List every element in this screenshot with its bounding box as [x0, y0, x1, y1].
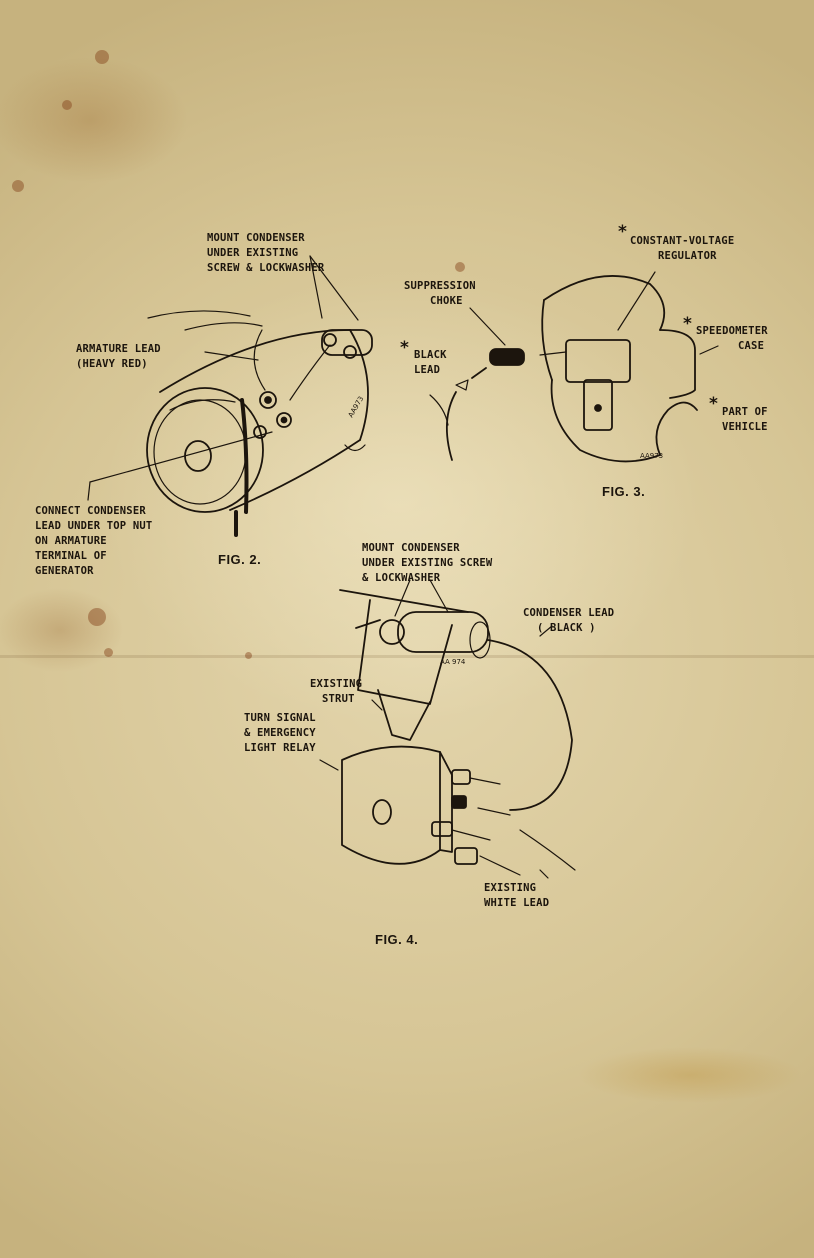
text-line: CONNECT CONDENSER — [35, 505, 146, 517]
fig3-caption: FIG. 3. — [602, 484, 646, 499]
fold-crease — [0, 655, 814, 658]
rust-stain — [104, 648, 113, 657]
generator-drawing: AA973 — [87, 255, 373, 537]
fig4-caption: FIG. 4. — [375, 932, 419, 947]
fig3-part-of-vehicle-label: PART OF VEHICLE — [722, 405, 768, 435]
text-line: WHITE LEAD — [484, 897, 550, 909]
fig4-mount-condenser-label: MOUNT CONDENSER UNDER EXISTING SCREW & L… — [362, 541, 492, 586]
asterisk-marker: * — [400, 338, 409, 358]
text-line: PART OF — [722, 406, 768, 418]
text-line: LEAD UNDER TOP NUT — [35, 520, 153, 532]
text-line: ( BLACK ) — [537, 622, 596, 634]
text-line: CHOKE — [430, 295, 463, 307]
text-line: UNDER EXISTING — [207, 247, 299, 259]
text-line: TERMINAL OF — [35, 550, 107, 562]
fig2-connect-condenser-label: CONNECT CONDENSER LEAD UNDER TOP NUT ON … — [35, 504, 152, 579]
fig2-armature-lead-label: ARMATURE LEAD (HEAVY RED) — [76, 342, 161, 372]
text-line: CONDENSER LEAD — [523, 607, 615, 619]
text-line: GENERATOR — [35, 565, 94, 577]
rust-stain — [62, 100, 72, 110]
text-line: MOUNT CONDENSER — [207, 232, 305, 244]
text-line: LIGHT RELAY — [244, 742, 316, 754]
text-line: EXISTING — [310, 678, 363, 690]
text-line: ARMATURE LEAD — [76, 343, 161, 355]
fig2-caption: FIG. 2. — [218, 552, 262, 567]
fig4-existing-white-lead-label: EXISTING WHITE LEAD — [484, 881, 549, 911]
text-line: UNDER EXISTING SCREW — [362, 557, 493, 569]
fig4-relay-label: TURN SIGNAL & EMERGENCY LIGHT RELAY — [244, 711, 316, 756]
asterisk-marker: * — [709, 394, 718, 414]
fig2-mount-condenser-label: MOUNT CONDENSER UNDER EXISTING SCREW & L… — [207, 231, 324, 276]
speedometer-drawing: AA973 — [429, 271, 719, 463]
svg-text:AA 974: AA 974 — [440, 658, 466, 666]
text-line: CASE — [738, 340, 765, 352]
text-line: EXISTING — [484, 882, 537, 894]
fig4-existing-strut-label: EXISTING STRUT — [310, 677, 362, 707]
fig3-suppression-choke-label: SUPPRESSION CHOKE — [404, 279, 476, 309]
rust-stain — [95, 50, 109, 64]
fig3-regulator-label: CONSTANT-VOLTAGE REGULATOR — [630, 234, 734, 264]
text-line: BLACK — [414, 349, 447, 361]
text-line: STRUT — [322, 693, 355, 705]
text-line: SUPPRESSION — [404, 280, 476, 292]
rust-stain — [12, 180, 24, 192]
asterisk-marker: * — [618, 222, 627, 242]
svg-text:AA973: AA973 — [640, 452, 663, 460]
fig3-speedometer-case-label: SPEEDOMETER CASE — [696, 324, 768, 354]
text-line: SPEEDOMETER — [696, 325, 768, 337]
text-line: & EMERGENCY — [244, 727, 316, 739]
text-line: REGULATOR — [658, 250, 717, 262]
fig3-black-lead-label: BLACK LEAD — [414, 348, 447, 378]
text-line: CONSTANT-VOLTAGE — [630, 235, 735, 247]
text-line: MOUNT CONDENSER — [362, 542, 460, 554]
text-line: VEHICLE — [722, 421, 768, 433]
text-line: LEAD — [414, 364, 441, 376]
rust-stain — [455, 262, 465, 272]
svg-text:AA973: AA973 — [347, 395, 365, 419]
rust-stain — [245, 652, 252, 659]
text-line: SCREW & LOCKWASHER — [207, 262, 325, 274]
text-line: ON ARMATURE — [35, 535, 107, 547]
rust-stain — [88, 608, 106, 626]
relay-drawing: AA 974 — [319, 579, 576, 879]
fig4-condenser-lead-label: CONDENSER LEAD ( BLACK ) — [523, 606, 614, 636]
asterisk-marker: * — [683, 314, 692, 334]
text-line: TURN SIGNAL — [244, 712, 316, 724]
text-line: (HEAVY RED) — [76, 358, 148, 370]
text-line: & LOCKWASHER — [362, 572, 441, 584]
